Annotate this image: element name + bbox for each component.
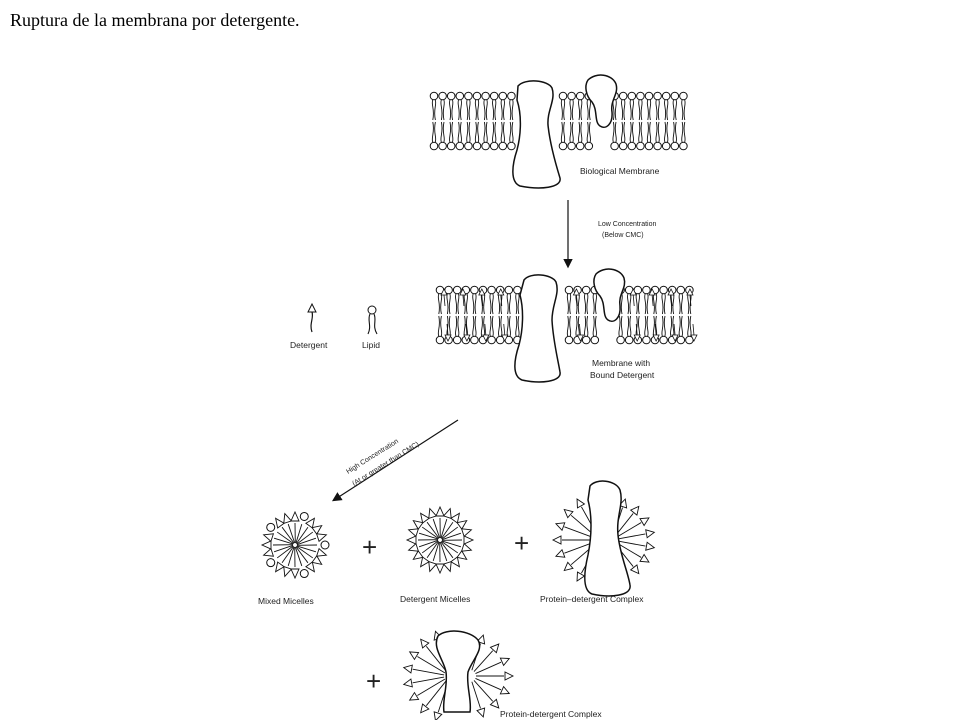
plus-sign-1: + [362, 532, 377, 562]
slide-title: Ruptura de la membrana por detergente. [10, 10, 300, 30]
plus-sign-2: + [514, 528, 529, 558]
label-detergent-micelles: Detergent Micelles [400, 594, 470, 604]
label-low-concentration: Low Concentration [598, 221, 656, 228]
complex-protein-2 [435, 630, 481, 713]
label-biological-membrane: Biological Membrane [580, 166, 660, 176]
label-mixed-micelles: Mixed Micelles [258, 596, 314, 606]
label-detergent: Detergent [290, 340, 328, 350]
membrane-with-bound-detergent-bilayer [435, 285, 698, 345]
label-protein-detergent-complex-1: Protein–detergent Complex [540, 594, 644, 604]
label-membrane-with: Membrane with [592, 358, 650, 368]
detergent-legend-glyph [307, 302, 317, 333]
lipid-legend-glyph [367, 305, 378, 335]
peripheral-protein-2 [593, 268, 626, 322]
biological-membrane-bilayer [429, 91, 688, 151]
label-below-cmc: (Below CMC) [602, 232, 644, 239]
detergent-micelle [405, 505, 475, 575]
plus-sign-3: + [366, 666, 381, 696]
label-bound-detergent: Bound Detergent [590, 370, 655, 380]
arrow-high-concentration [331, 419, 459, 502]
transmembrane-protein-2 [514, 274, 561, 383]
complex-protein-1 [584, 480, 631, 597]
peripheral-protein-1 [585, 74, 618, 128]
label-protein-detergent-complex-2: Protein-detergent Complex [500, 709, 602, 719]
transmembrane-protein-1 [512, 80, 561, 189]
label-lipid: Lipid [362, 340, 380, 350]
mixed-micelle [260, 510, 330, 580]
